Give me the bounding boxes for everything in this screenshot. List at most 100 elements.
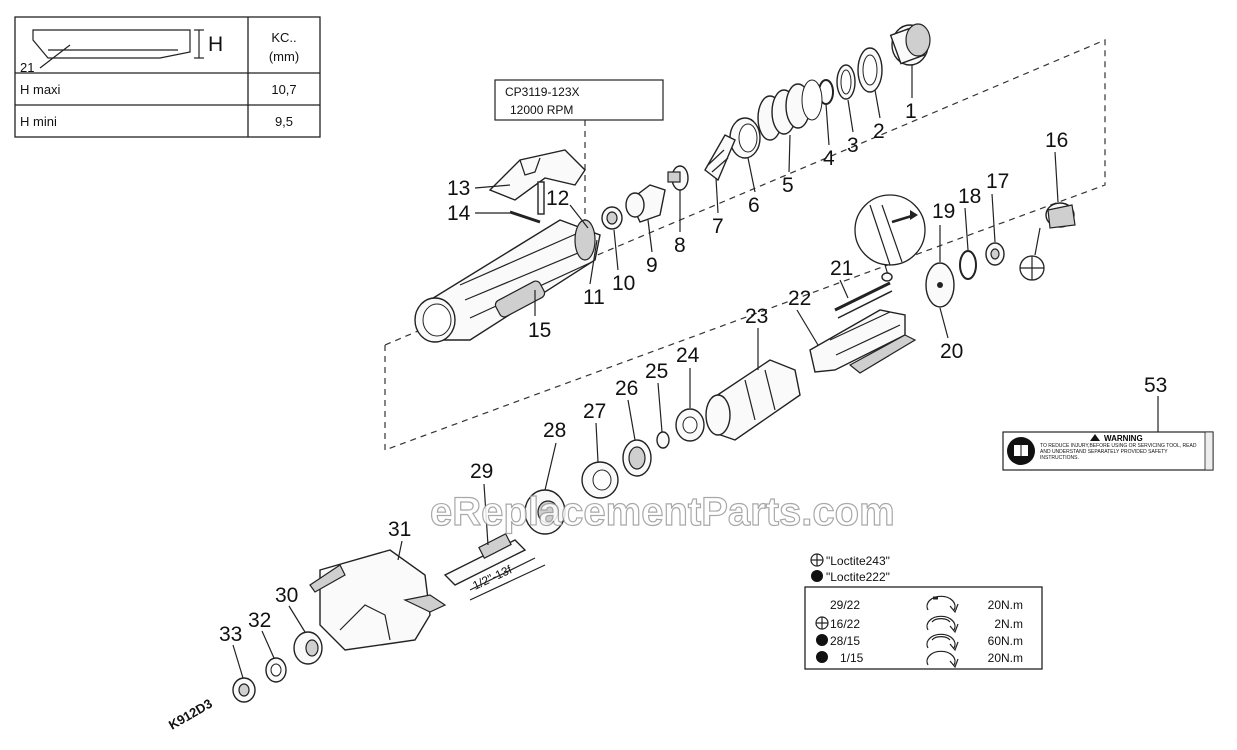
assembly-boundary (384, 39, 1106, 451)
leader-lines (232, 65, 1159, 679)
part-2-ring (857, 47, 883, 93)
filled-circle-icon (811, 570, 823, 582)
part-14-pin (509, 210, 541, 224)
part-callouts: 1 2 3 4 5 6 7 8 9 10 11 12 13 14 15 16 1… (219, 100, 1167, 646)
part-number: 5 (782, 174, 794, 197)
rotation-arrow-icon (926, 595, 959, 614)
part-number: 13 (447, 177, 470, 200)
part-number: 33 (219, 623, 242, 646)
height-col-unit: (mm) (269, 49, 299, 64)
model-number: CP3119-123X (505, 85, 580, 99)
part-number: 25 (645, 360, 668, 383)
part-24-bearing-plate (675, 408, 705, 442)
adhesive-legend: "Loctite243" "Loctite222" (810, 553, 890, 584)
model-speed: 12000 RPM (510, 103, 573, 117)
height-row-label: H maxi (20, 82, 61, 97)
part-19-plate (925, 262, 955, 308)
part-22-rotor (809, 309, 917, 374)
filled-circle-icon (816, 651, 828, 663)
part-9-sleeve (625, 184, 666, 223)
loctite243-mark (1019, 255, 1045, 281)
part-number: 7 (712, 215, 724, 238)
part-number: 15 (528, 319, 551, 342)
part-number: 19 (932, 200, 955, 223)
part-number: 17 (986, 170, 1009, 193)
part-33-nut (232, 677, 256, 703)
part-number: 2 (873, 120, 885, 143)
part-number: 31 (388, 518, 411, 541)
warning-triangle-icon (1090, 434, 1100, 441)
height-table: 21 H KC.. (mm) H maxi 10,7 H mini 9,5 (14, 16, 321, 138)
torque-parts: 28/15 (830, 634, 860, 648)
height-ref-label: 21 (20, 60, 34, 75)
diagram-code: K912D3 (166, 696, 215, 733)
torque-value: 2N.m (994, 617, 1023, 631)
part-number: 22 (788, 287, 811, 310)
part-number: 4 (823, 147, 835, 170)
blade-height-sketch (32, 29, 204, 69)
torque-parts: 29/22 (830, 598, 860, 612)
torque-value: 20N.m (988, 651, 1023, 665)
warning-title: WARNING (1104, 434, 1143, 443)
part-23-cylinder (705, 359, 801, 441)
filled-circle-icon (816, 634, 828, 646)
rotation-arrow-icon (926, 633, 959, 652)
part-number: 53 (1144, 374, 1167, 397)
part-number: 24 (676, 344, 700, 367)
part-30-flange (293, 631, 323, 665)
torque-parts: 16/22 (830, 617, 860, 631)
part-number: 28 (543, 419, 566, 442)
part-7-cone (704, 134, 736, 182)
part-3-washer (836, 64, 856, 100)
part-number: 6 (748, 194, 760, 217)
torque-parts: 1/15 (840, 651, 864, 665)
height-col-header: KC.. (271, 30, 296, 45)
part-number: 12 (546, 187, 569, 210)
part-number: 23 (745, 305, 768, 328)
height-row-value: 10,7 (271, 82, 296, 97)
part-32-washer (265, 657, 287, 683)
part-12-pin (537, 181, 545, 215)
part-17-nut (985, 242, 1005, 266)
part-13-bracket (488, 149, 586, 201)
part-number: 11 (583, 286, 605, 309)
part-number: 32 (248, 609, 271, 632)
part-number: 21 (830, 257, 853, 280)
part-26-bearing (622, 439, 652, 477)
part-1-cap (889, 23, 931, 66)
rotation-arrow-icon (926, 615, 959, 634)
part-number: 16 (1045, 129, 1068, 152)
adhesive-name: "Loctite222" (826, 570, 890, 584)
part-number: 14 (447, 202, 471, 225)
part-21-pin-detail (834, 194, 926, 319)
part-18-oring (959, 250, 977, 280)
part-8-valve (667, 165, 689, 191)
part-31-guard (309, 549, 447, 651)
part-number: 3 (847, 134, 859, 157)
part-number: 26 (615, 377, 638, 400)
torque-table: 29/22 20N.m 16/22 2N.m 28/15 60N.m 1/15 … (804, 586, 1043, 670)
part-number: 8 (674, 234, 686, 257)
part-number: 30 (275, 584, 298, 607)
watermark: eReplacementParts.com (430, 490, 895, 534)
adhesive-name: "Loctite243" (826, 554, 890, 568)
rotation-arrow-icon (926, 650, 959, 669)
part-27-spacer (581, 461, 619, 499)
torque-value: 20N.m (988, 598, 1023, 612)
part-number: 18 (958, 185, 981, 208)
part-25-washer (656, 431, 670, 449)
part-10-nut (601, 206, 623, 230)
torque-value: 60N.m (988, 634, 1023, 648)
part-29-spindle (443, 533, 536, 591)
part-5-spring (757, 79, 823, 141)
part-number: 29 (470, 460, 493, 483)
warning-label: WARNING TO REDUCE INJURY,BEFORE USING OR… (1002, 431, 1214, 471)
height-row-value: 9,5 (275, 114, 293, 129)
model-box: CP3119-123X 12000 RPM (494, 79, 664, 225)
part-6-ring (729, 117, 761, 159)
part-number: 9 (646, 254, 658, 277)
height-row-label: H mini (20, 114, 57, 129)
part-16-chuck (1045, 202, 1076, 229)
part-number: 10 (612, 272, 635, 295)
part-number: 27 (583, 400, 606, 423)
